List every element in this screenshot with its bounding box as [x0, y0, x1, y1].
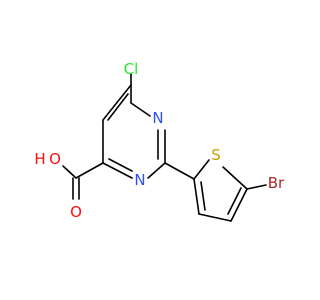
- nitrogen-3-label: N: [134, 171, 145, 189]
- bond-c4-n3: [102, 162, 133, 179]
- bromine-label: Br: [268, 174, 285, 192]
- carbonyl-oxygen-label: O: [70, 203, 82, 221]
- bond-n1-c6: [130, 102, 151, 117]
- bond-c4-cacid: [75, 162, 104, 179]
- bond-thio-c5-s: [222, 166, 248, 190]
- bond-cacid-oh: [62, 165, 77, 179]
- bond-thio-c4-c5: [230, 188, 248, 222]
- bond-c5-br: [246, 184, 267, 190]
- bond-c6-c5-inner: [107, 93, 129, 121]
- hydroxyl-hydrogen-label: H: [34, 150, 45, 168]
- nitrogen-1-label: N: [152, 109, 163, 127]
- bond-thio-c2-c3-inner: [200, 181, 206, 211]
- bond-c4-n3-inner: [108, 158, 133, 172]
- sulfur-label: S: [211, 146, 221, 164]
- bond-thio-s-c2: [193, 159, 210, 180]
- chlorine-label: Cl: [124, 60, 139, 78]
- bond-n3-c2: [147, 162, 166, 179]
- bond-thio-c3-c4: [198, 213, 232, 222]
- molecule-structure-diagram: Cl N N S Br O H O: [34, 60, 285, 222]
- bond-thio-c2-c3: [193, 178, 200, 215]
- bond-c6-c5: [102, 84, 132, 121]
- bond-thio-c4-c5-inner: [227, 187, 242, 215]
- hydroxyl-oxygen-label: O: [49, 150, 61, 168]
- bond-c2-thiophene: [164, 162, 195, 180]
